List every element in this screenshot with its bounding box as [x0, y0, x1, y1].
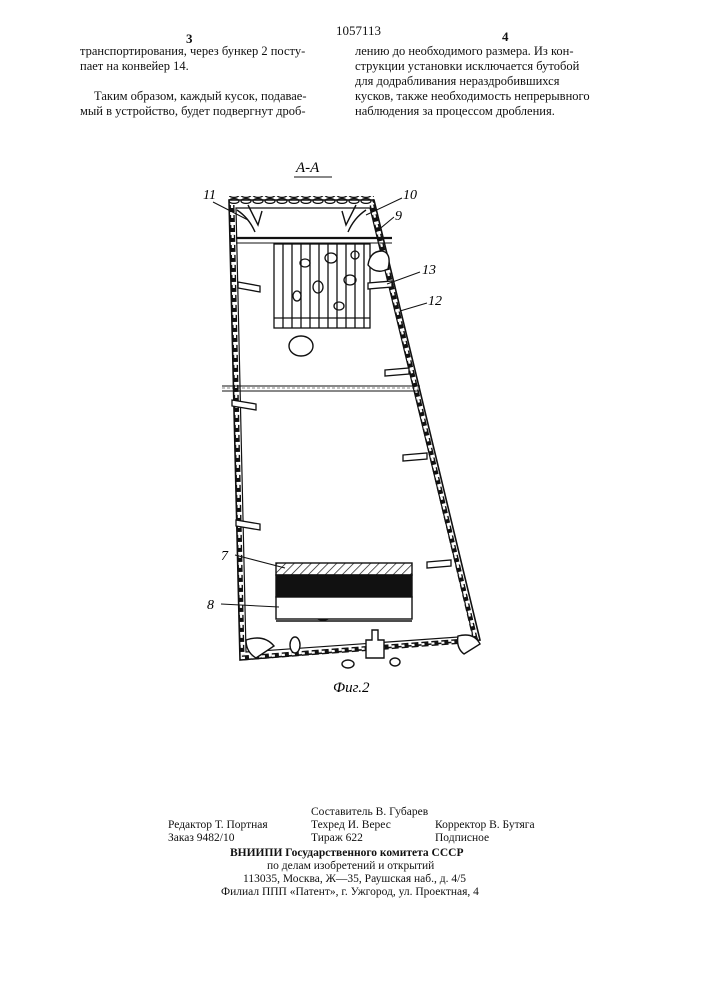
- callout-11: 11: [203, 188, 216, 203]
- footer-circulation: Тираж 622: [311, 832, 363, 845]
- footer-editor: Редактор Т. Портная: [168, 819, 268, 832]
- callout-9: 9: [395, 209, 402, 224]
- footer-compiler: Составитель В. Губарев: [311, 806, 428, 819]
- top-sprockets: [237, 205, 366, 232]
- footer-order: Заказ 9482/10: [168, 832, 235, 845]
- callout-13: 13: [422, 263, 436, 278]
- footer-org-line2: по делам изобретений и открытий: [267, 860, 434, 873]
- figure-caption: Фиг.2: [333, 680, 370, 696]
- footer-branch: Филиал ППП «Патент», г. Ужгород, ул. Про…: [221, 886, 479, 899]
- callout-12: 12: [428, 294, 442, 309]
- section-label: A-A: [295, 160, 320, 176]
- footer-techred: Техред И. Верес: [311, 819, 391, 832]
- footer-subscription: Подписное: [435, 832, 489, 845]
- crusher-block: [276, 563, 412, 621]
- footer-org: ВНИИПИ Государственного комитета СССР: [230, 847, 463, 860]
- callout-7: 7: [221, 549, 229, 564]
- callout-10: 10: [403, 188, 417, 203]
- footer-address: 113035, Москва, Ж—35, Раушская наб., д. …: [243, 873, 466, 886]
- crushing-grate: [274, 244, 370, 328]
- callout-8: 8: [207, 598, 214, 613]
- footer-corrector: Корректор В. Бутяга: [435, 819, 535, 832]
- footer-org-text: ВНИИПИ Государственного комитета СССР: [230, 847, 463, 859]
